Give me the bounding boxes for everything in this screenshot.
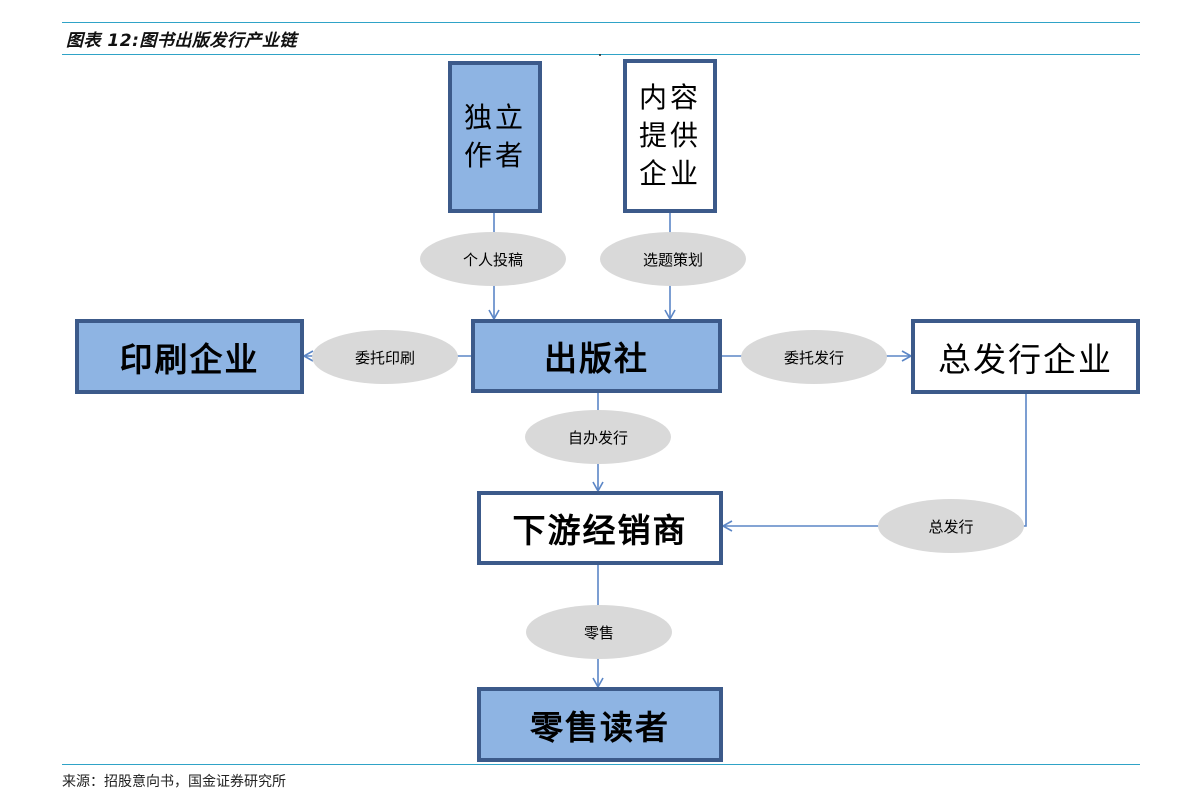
node-downstream-dealer: 下游经销商	[477, 491, 723, 565]
source-note: 来源：招股意向书，国金证券研究所	[62, 774, 286, 790]
node-retail-reader: 零售读者	[477, 687, 723, 762]
node-general-distributor: 总发行企业	[911, 319, 1140, 394]
edge-label-commission-distribution: 委托发行	[741, 330, 887, 384]
edge-label-topic-planning: 选题策划	[600, 232, 746, 286]
footer-rule	[62, 764, 1140, 765]
edge-distributor-to-dealer	[721, 393, 1027, 532]
node-publisher: 出版社	[471, 319, 722, 393]
dot-mark	[599, 54, 601, 56]
edge-label-self-distribution: 自办发行	[525, 410, 671, 464]
edge-label-retail: 零售	[526, 605, 672, 659]
node-printing: 印刷企业	[75, 319, 304, 394]
edge-label-personal-submission: 个人投稿	[420, 232, 566, 286]
edge-label-general-distribution: 总发行	[878, 499, 1024, 553]
edge-label-commission-printing: 委托印刷	[312, 330, 458, 384]
node-content-provider: 内容 提供 企业	[623, 59, 717, 213]
figure-title: 图表 12:图书出版发行产业链	[66, 31, 297, 51]
top-rule	[62, 22, 1140, 23]
node-independent-author: 独立 作者	[448, 61, 542, 213]
title-rule	[62, 54, 1140, 55]
